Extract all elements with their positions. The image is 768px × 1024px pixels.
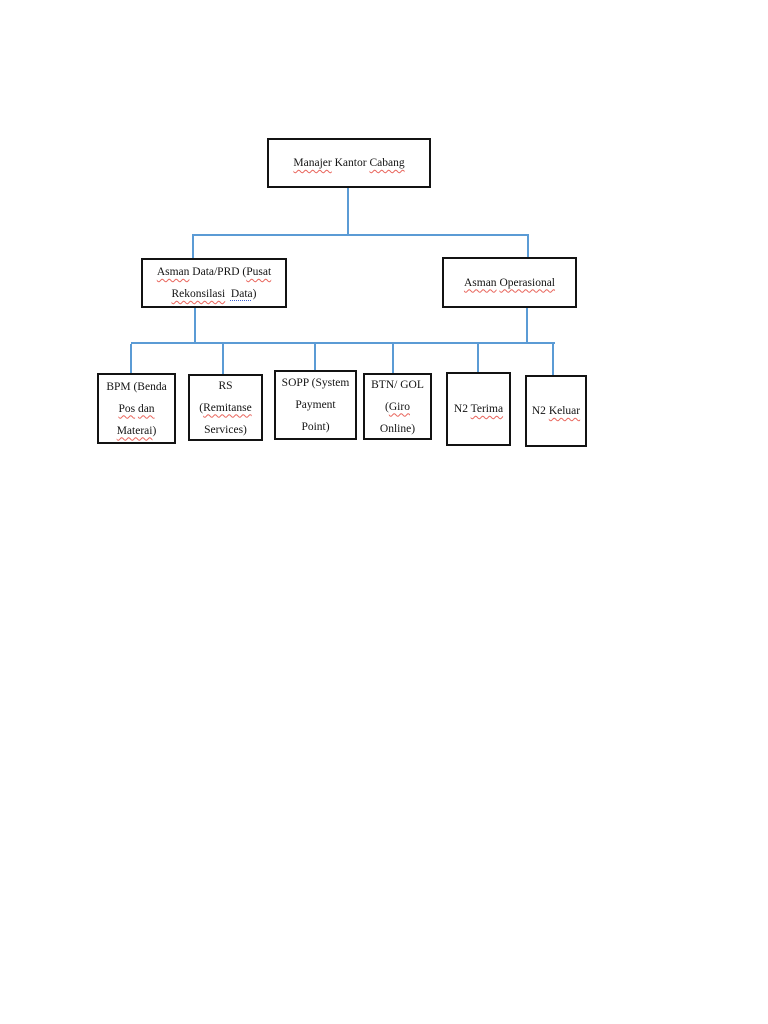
label-word: Services): [204, 423, 247, 436]
label-word-misspelled: Cabang: [369, 157, 405, 169]
label-word-misspelled: Rekonsilasi: [171, 288, 226, 300]
node-label: BTN/ GOL: [371, 374, 424, 396]
label-word-misspelled: Asman: [156, 266, 190, 278]
label-word: RS: [218, 379, 233, 392]
org-node-n2-keluar: N2 Keluar: [525, 375, 587, 447]
org-node-rs: RS (Remitanse Services): [188, 374, 263, 441]
org-node-manajer-kantor-cabang: Manajer Kantor Cabang: [267, 138, 431, 188]
label-word: (: [385, 400, 389, 413]
connector-drop-bpm: [130, 344, 132, 373]
connector-drop-btn-gol: [392, 344, 394, 373]
label-word-misspelled: Keluar: [548, 405, 581, 417]
node-label: Materai): [117, 420, 157, 442]
label-word: BTN/ GOL: [371, 378, 424, 391]
label-word: BPM (Benda: [106, 380, 167, 393]
label-word-misspelled: dan: [137, 402, 155, 415]
label-word: Kantor: [331, 157, 370, 169]
org-node-btn-gol: BTN/ GOL (Giro Online): [363, 373, 432, 440]
connector-rail-level3: [131, 342, 555, 344]
connector-drop-rs: [222, 344, 224, 374]
node-label: Asman Operasional: [464, 272, 555, 294]
label-word: (: [199, 401, 204, 414]
label-word-misspelled: Terima: [470, 403, 504, 415]
label-word: SOPP (System: [281, 377, 350, 389]
org-node-asman-data-prd: Asman Data/PRD (Pusat Rekonsilasi Data): [141, 258, 287, 308]
label-word-misspelled: Giro: [388, 400, 410, 413]
node-label: Payment: [295, 394, 335, 416]
label-word-misspelled: Materai: [116, 424, 153, 437]
node-label: Asman Data/PRD (Pusat: [157, 261, 271, 283]
node-label: (Giro: [385, 396, 410, 418]
connector-out-asman-operasional: [526, 308, 528, 343]
org-node-sopp: SOPP (System Payment Point): [274, 370, 357, 440]
label-word: N2: [453, 403, 471, 415]
label-word: Payment: [295, 399, 336, 411]
label-word: ): [152, 424, 157, 437]
node-label: (Remitanse: [199, 397, 251, 419]
connector-out-asman-data: [194, 308, 196, 343]
label-word: Data/PRD (: [189, 266, 247, 278]
connector-drop-asman-operasional: [527, 236, 529, 257]
connector-trunk-top: [347, 188, 349, 235]
connector-drop-sopp: [314, 344, 316, 370]
label-word-grammar: Data: [230, 288, 253, 300]
label-word-misspelled: Operasional: [499, 276, 556, 289]
node-label: Services): [204, 419, 247, 441]
label-word-misspelled: Pos: [118, 402, 136, 415]
label-word-misspelled: Pusat: [246, 266, 272, 278]
node-label: BPM (Benda: [106, 376, 166, 398]
node-label: SOPP (System: [282, 372, 350, 394]
node-label: Point): [301, 416, 329, 438]
label-word-misspelled: Asman: [463, 276, 497, 289]
org-node-asman-operasional: Asman Operasional: [442, 257, 577, 308]
label-word-misspelled: Manajer: [293, 157, 332, 169]
label-word-misspelled: Remitanse: [203, 401, 252, 414]
label-word: N2: [531, 405, 549, 417]
node-label: Pos dan: [118, 398, 154, 420]
connector-drop-asman-data: [192, 236, 194, 258]
connector-drop-n2-keluar: [552, 344, 554, 375]
node-label: Online): [380, 418, 415, 440]
node-label: Rekonsilasi Data): [172, 283, 257, 305]
label-word: Online): [379, 422, 416, 435]
org-node-n2-terima: N2 Terima: [446, 372, 511, 446]
node-label: RS: [218, 375, 232, 397]
org-node-bpm: BPM (Benda Pos dan Materai): [97, 373, 176, 444]
node-label: N2 Terima: [454, 398, 503, 420]
node-label: Manajer Kantor Cabang: [293, 152, 404, 174]
connector-rail-level2: [192, 234, 529, 236]
label-word: ): [252, 288, 257, 300]
connector-drop-n2-terima: [477, 344, 479, 372]
label-word: Point): [301, 421, 330, 433]
node-label: N2 Keluar: [532, 400, 580, 422]
